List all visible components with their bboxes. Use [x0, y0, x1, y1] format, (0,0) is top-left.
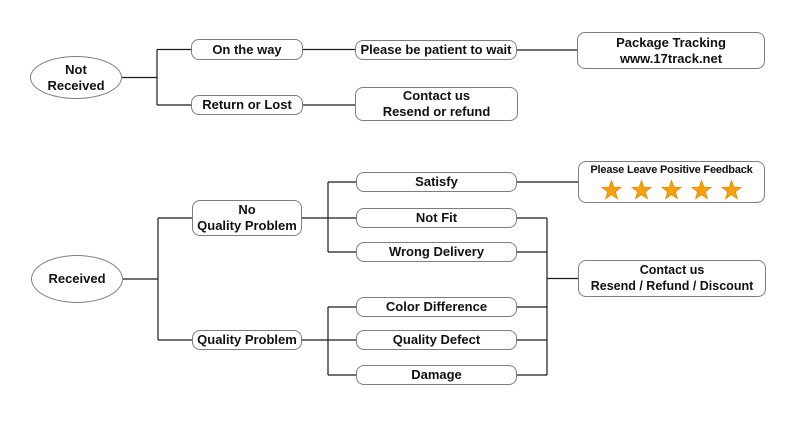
node-not-fit: Not Fit — [356, 208, 517, 228]
node-label: Package Tracking — [616, 34, 726, 50]
node-label: Received — [47, 77, 105, 93]
node-label: Return or Lost — [202, 97, 292, 113]
node-label: Contact us — [639, 263, 705, 278]
node-label: Satisfy — [415, 174, 458, 190]
node-quality-defect: Quality Defect — [356, 330, 517, 350]
star-icon — [721, 179, 742, 200]
node-wrong-delivery: Wrong Delivery — [356, 242, 517, 262]
node-label: Damage — [411, 367, 462, 383]
node-label: Contact us — [402, 88, 471, 104]
star-icon — [631, 179, 652, 200]
node-label: Wrong Delivery — [388, 244, 485, 260]
node-no-quality-problem: No Quality Problem — [192, 200, 302, 236]
node-contact-resend-refund-discount: Contact us Resend / Refund / Discount — [578, 260, 766, 297]
top-flow-connectors — [122, 48, 577, 106]
node-contact-resend-refund: Contact us Resend or refund — [355, 87, 518, 121]
node-label: Resend / Refund / Discount — [590, 278, 754, 293]
node-quality-problem: Quality Problem — [192, 330, 302, 350]
star-icon — [601, 179, 622, 200]
node-positive-feedback: Please Leave Positive Feedback — [578, 161, 765, 203]
node-label: Please Leave Positive Feedback — [590, 164, 753, 177]
node-color-difference: Color Difference — [356, 297, 517, 317]
node-label: No — [238, 202, 256, 218]
star-icon — [691, 179, 712, 200]
node-satisfy: Satisfy — [356, 172, 517, 192]
node-label: On the way — [212, 41, 282, 57]
node-received: Received — [31, 255, 123, 303]
bottom-flow-connectors — [123, 181, 578, 376]
node-label: Resend or refund — [382, 104, 491, 119]
node-not-received: Not Received — [30, 56, 122, 99]
node-on-the-way: On the way — [191, 39, 303, 60]
node-label: Please be patient to wait — [360, 42, 512, 58]
star-icon — [661, 179, 682, 200]
node-damage: Damage — [356, 365, 517, 385]
node-return-or-lost: Return or Lost — [191, 95, 303, 115]
node-package-tracking: Package Tracking www.17track.net — [577, 32, 765, 69]
node-label: Not — [65, 61, 87, 77]
node-label: Color Difference — [385, 299, 488, 315]
node-label: Quality Problem — [197, 332, 297, 348]
node-label: Not Fit — [415, 210, 458, 226]
star-rating — [601, 179, 742, 200]
node-label: Quality Defect — [392, 332, 481, 348]
node-label: Received — [48, 271, 106, 287]
node-label: Quality Problem — [197, 218, 297, 233]
node-label: www.17track.net — [619, 50, 723, 66]
node-please-be-patient: Please be patient to wait — [355, 40, 517, 60]
